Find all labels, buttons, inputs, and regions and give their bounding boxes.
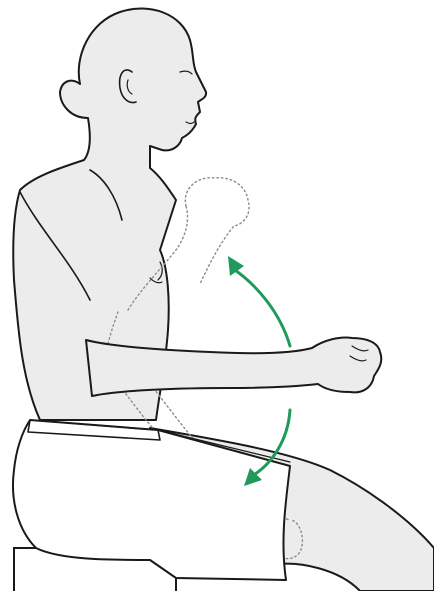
arrow-head-up bbox=[228, 256, 244, 276]
current-arm bbox=[86, 337, 381, 396]
curved-arrow-up-icon bbox=[232, 268, 290, 346]
